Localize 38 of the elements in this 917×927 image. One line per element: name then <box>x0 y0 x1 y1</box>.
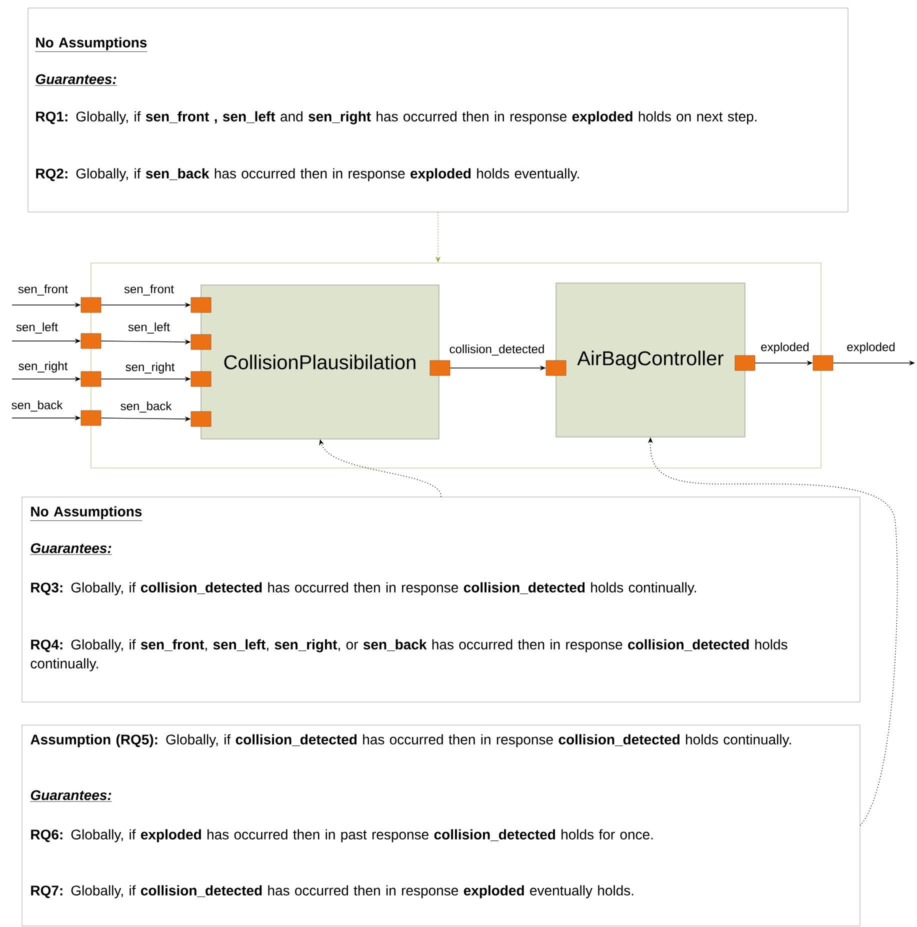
port-square <box>190 371 212 387</box>
component-box: CollisionPlausibilation <box>200 284 440 440</box>
port-square <box>734 355 756 371</box>
requirement-text: RQ7: Globally, if collision_detected has occurred then in response exploded eventually holds. <box>31 885 634 898</box>
edge-label: exploded <box>847 342 895 354</box>
port-square <box>80 410 102 426</box>
port-square <box>80 333 102 349</box>
heading: No Assumptions <box>30 506 142 521</box>
subheading: Guarantees: <box>30 790 112 802</box>
port-square <box>190 334 212 350</box>
port-square <box>190 297 212 313</box>
edge-label: exploded <box>761 342 809 354</box>
edge-label: sen_left <box>128 322 170 334</box>
edge-label: sen_back <box>12 400 63 412</box>
edge-label: sen_right <box>18 361 68 373</box>
port-square <box>80 371 102 387</box>
requirement-text: RQ2: Globally, if sen_back has occurred then in response exploded holds eventually. <box>36 168 579 182</box>
subheading: Guarantees: <box>35 74 118 86</box>
edge-label: sen_right <box>126 362 175 374</box>
requirement-text: RQ3: Globally, if collision_detected has occurred then in response collision_detected holds continually. <box>31 582 696 596</box>
edge-label: sen_back <box>120 401 172 413</box>
port-square <box>546 360 566 376</box>
port-square <box>80 297 102 313</box>
port-square <box>190 411 212 427</box>
port-square <box>430 360 450 376</box>
requirement-text: RQ6: Globally, if exploded has occurred then in past response collision_detected holds for once. <box>31 829 653 842</box>
requirement-text: Assumption (RQ5): Globally, if collision_detected has occurred then in response collision_detected holds continually. <box>30 734 791 748</box>
edge-label: sen_front <box>124 284 174 296</box>
requirement-text: RQ1: Globally, if sen_front , sen_left and sen_right has occurred then in response exploded holds on next step. <box>36 111 756 124</box>
edge-label: sen_left <box>16 322 58 334</box>
system-frame <box>90 262 822 468</box>
heading: No Assumptions <box>35 37 148 52</box>
requirement-text: RQ4: Globally, if sen_front, sen_left, sen_right, or sen_back has occurred then in response collision_detected holds continually. <box>30 639 788 672</box>
component-box: AirBagController <box>556 282 746 438</box>
subheading: Guarantees: <box>30 543 112 555</box>
port-square <box>812 355 834 371</box>
edge-label: sen_front <box>18 284 68 296</box>
edge-label: collision_detected <box>450 344 544 356</box>
